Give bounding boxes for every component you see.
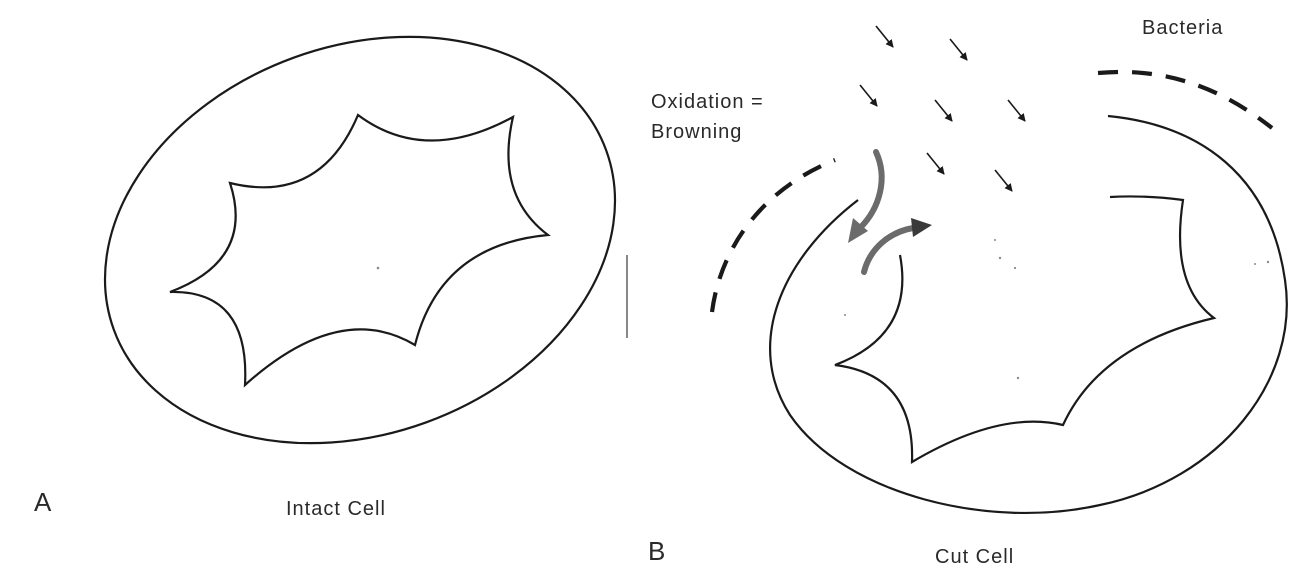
bacteria-label: Bacteria bbox=[1142, 17, 1223, 40]
panel-b-letter: B bbox=[648, 536, 665, 567]
intact-cell-vacuole bbox=[170, 115, 548, 385]
oxygen-arrow bbox=[860, 85, 877, 106]
oxygen-arrow bbox=[876, 26, 893, 47]
oxidation-arrows bbox=[848, 152, 932, 272]
bacteria-barrier-right bbox=[1098, 72, 1272, 128]
oxygen-arrow bbox=[935, 100, 952, 121]
panel-a-letter: A bbox=[34, 487, 51, 518]
oxygen-arrow bbox=[995, 170, 1012, 191]
intact-cell-wall bbox=[47, 0, 672, 512]
oxygen-arrow bbox=[927, 153, 944, 174]
oxidation-label-line1: Oxidation = bbox=[651, 88, 764, 116]
cut-cell bbox=[712, 72, 1287, 513]
oxidation-arrow-inward bbox=[860, 152, 882, 228]
oxygen-arrow bbox=[1008, 100, 1025, 121]
bacteria-barrier-left bbox=[712, 160, 835, 312]
oxidation-arrow-outward bbox=[864, 228, 913, 272]
oxidation-arrow-outward-head bbox=[911, 218, 932, 237]
oxygen-arrows bbox=[860, 26, 1025, 191]
oxygen-arrow bbox=[950, 39, 967, 60]
intact-cell bbox=[47, 0, 672, 512]
intact-cell-caption: Intact Cell bbox=[286, 498, 386, 521]
cut-cell-caption: Cut Cell bbox=[935, 546, 1014, 569]
speckles bbox=[377, 239, 1270, 379]
oxidation-label-line2: Browning bbox=[651, 118, 742, 146]
